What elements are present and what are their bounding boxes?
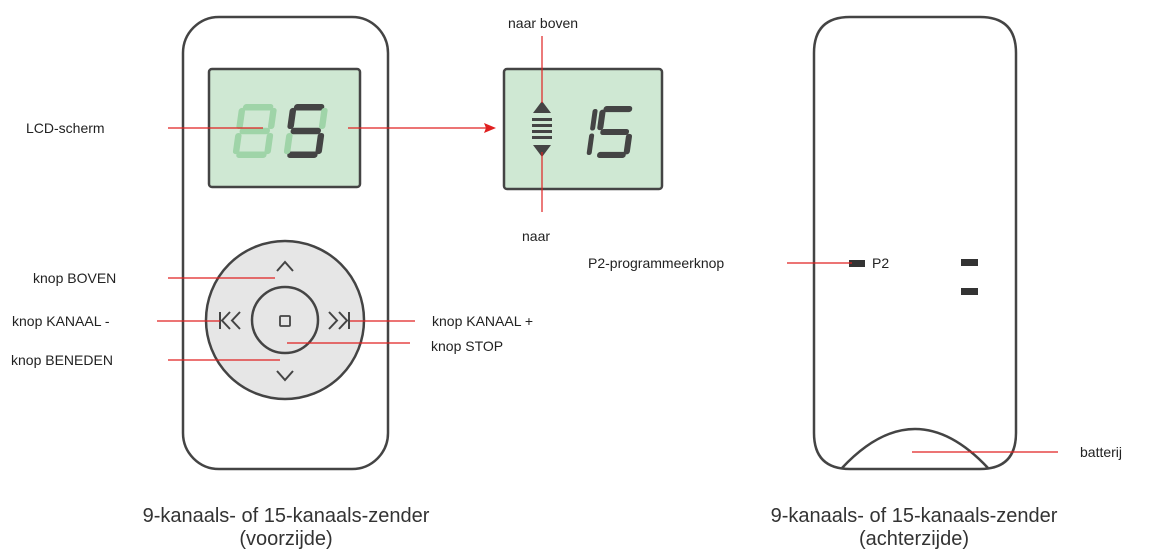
lcd-segment-d <box>597 151 626 159</box>
lcd-segment-b <box>267 107 277 130</box>
lcd-segment-g <box>600 128 630 136</box>
lcd-segment-b <box>590 109 598 131</box>
lcd-segment-d <box>236 151 267 158</box>
lcd-segment-f <box>287 107 297 130</box>
label-p2-programming-button: P2-programmeerknop <box>588 255 725 271</box>
lcd-segment-a <box>603 106 633 113</box>
zoom-arrow-head <box>484 123 496 133</box>
label-channel-plus: knop KANAAL + <box>432 313 534 329</box>
label-down-button: knop BENEDEN <box>11 352 113 368</box>
caption-back-line2: (achterzijde) <box>858 528 970 550</box>
lcd-segment-c <box>586 133 595 155</box>
detail-lcd-screen <box>502 67 664 191</box>
detail-lcd <box>502 36 664 212</box>
skip-forward-icon-2 <box>338 311 349 330</box>
skip-back-icon <box>220 311 231 330</box>
stop-button[interactable] <box>250 285 320 355</box>
stop-icon <box>279 315 291 327</box>
caption-front-line2: (voorzijde) <box>239 528 333 550</box>
up-button[interactable] <box>276 260 294 272</box>
front-lcd-digit-tens <box>232 104 277 158</box>
p2-marking: P2 <box>872 255 890 271</box>
lcd-segment-c <box>264 132 274 155</box>
label-direction-up: naar boven <box>508 15 579 31</box>
lcd-segment-f <box>597 109 606 131</box>
caption-front: 9-kanaals- of 15-kanaals-zender (voorzij… <box>100 505 472 551</box>
caption-back-line1: 9-kanaals- of 15-kanaals-zender <box>770 505 1058 527</box>
label-lcd-screen: LCD-scherm <box>26 120 105 136</box>
back-remote <box>787 15 1058 471</box>
front-lcd-digit-ones <box>283 104 328 158</box>
lcd-segment-e <box>283 132 293 155</box>
caption-back: 9-kanaals- of 15-kanaals-zender (achterz… <box>728 505 1100 551</box>
back-slot-lower <box>961 288 978 295</box>
front-remote <box>157 15 496 471</box>
lcd-segment-f <box>236 107 246 130</box>
back-slot-upper <box>961 259 978 266</box>
lcd-segment-e <box>232 132 242 155</box>
lcd-segment-a <box>242 104 274 111</box>
detail-lcd-digit-ones <box>597 106 633 159</box>
label-direction-down: naar <box>522 228 551 244</box>
lcd-segment-d <box>287 151 318 158</box>
down-button[interactable] <box>276 370 294 382</box>
lcd-segment-b <box>318 107 328 130</box>
lcd-segment-g <box>239 127 270 135</box>
channel-plus-button[interactable] <box>328 311 350 330</box>
p2-programming-button[interactable] <box>849 260 865 267</box>
back-remote-body <box>812 15 1018 471</box>
label-stop-button: knop STOP <box>431 338 504 354</box>
lcd-segment-c <box>315 132 325 155</box>
up-down-indicator-icon <box>532 101 552 157</box>
lcd-segment-c <box>623 133 633 155</box>
label-channel-minus: knop KANAAL - <box>12 313 110 329</box>
caption-front-line1: 9-kanaals- of 15-kanaals-zender <box>142 505 430 527</box>
skip-back-icon-2 <box>230 311 241 330</box>
lcd-segment-a <box>293 104 325 111</box>
label-battery: batterij <box>1080 444 1123 460</box>
skip-forward-icon <box>328 311 339 330</box>
lcd-segment-g <box>290 127 321 135</box>
detail-lcd-digit-tens <box>586 109 598 155</box>
label-up-button: knop BOVEN <box>33 270 117 286</box>
